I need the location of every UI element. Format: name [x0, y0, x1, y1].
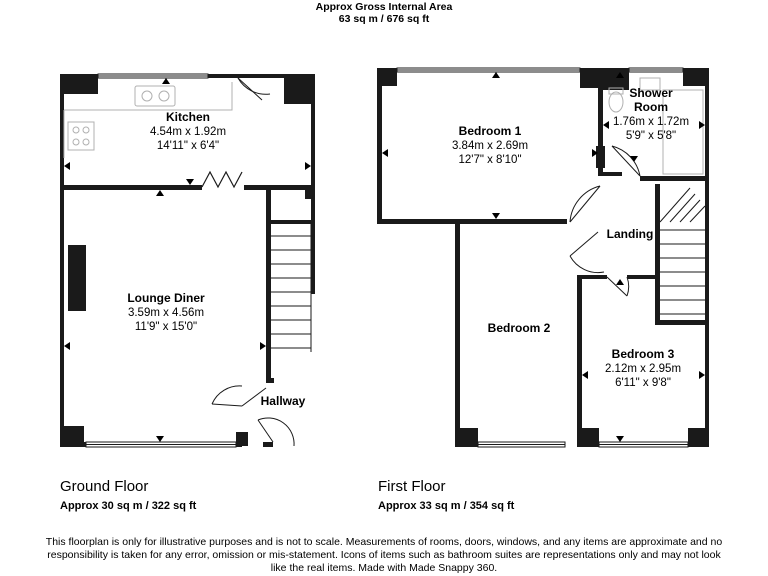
first-floor-windows: [396, 67, 689, 448]
shower-room-fixtures: [608, 77, 704, 175]
area-total: 63 sq m / 676 sq ft: [338, 13, 430, 25]
shower-metric: 1.76m x 1.72m: [613, 116, 689, 128]
ground-floor-area: Approx 30 sq m / 322 sq ft: [60, 500, 197, 512]
first-floor-plan: [377, 67, 709, 448]
shower-imperial: 5'9" x 5'8": [626, 130, 676, 142]
kitchen-name: Kitchen: [166, 110, 210, 124]
lounge-metric: 3.59m x 4.56m: [128, 307, 204, 319]
first-floor-doors: [569, 145, 641, 297]
ground-floor-plan: [60, 73, 315, 448]
first-floor-title: First Floor: [378, 478, 446, 495]
ground-floor-dimension-arrows: [64, 78, 311, 442]
kitchen-metric: 4.54m x 1.92m: [150, 126, 226, 138]
area-title: Approx Gross Internal Area: [315, 1, 453, 13]
bedroom3-name: Bedroom 3: [612, 347, 675, 361]
shower-name-line1: Shower: [629, 86, 673, 100]
kitchen-counter: [63, 82, 233, 158]
first-floor-area: Approx 33 sq m / 354 sq ft: [378, 500, 515, 512]
ground-floor-stairs: [271, 224, 312, 352]
shower-name-line2: Room: [634, 100, 668, 114]
bifold-door: [201, 170, 243, 189]
lounge-imperial: 11'9" x 15'0": [135, 321, 197, 333]
kitchen-door: [237, 77, 271, 101]
hallway-doors: [211, 385, 295, 447]
landing-name: Landing: [607, 227, 654, 241]
hallway-name: Hallway: [261, 394, 306, 408]
bedroom1-metric: 3.84m x 2.69m: [452, 140, 528, 152]
first-floor-dimension-arrows: [382, 72, 705, 442]
bedroom1-name: Bedroom 1: [459, 124, 522, 138]
disclaimer: This floorplan is only for illustrative …: [45, 536, 723, 574]
ground-floor-windows: [85, 73, 237, 448]
bedroom2-name: Bedroom 2: [488, 321, 551, 335]
lounge-name: Lounge Diner: [127, 291, 205, 305]
bedroom3-imperial: 6'11" x 9'8": [615, 377, 671, 389]
first-floor-stairs: [659, 187, 706, 315]
bedroom3-metric: 2.12m x 2.95m: [605, 363, 681, 375]
bedroom1-imperial: 12'7" x 8'10": [458, 154, 521, 166]
ground-floor-title: Ground Floor: [60, 478, 149, 495]
kitchen-imperial: 14'11" x 6'4": [157, 140, 219, 152]
